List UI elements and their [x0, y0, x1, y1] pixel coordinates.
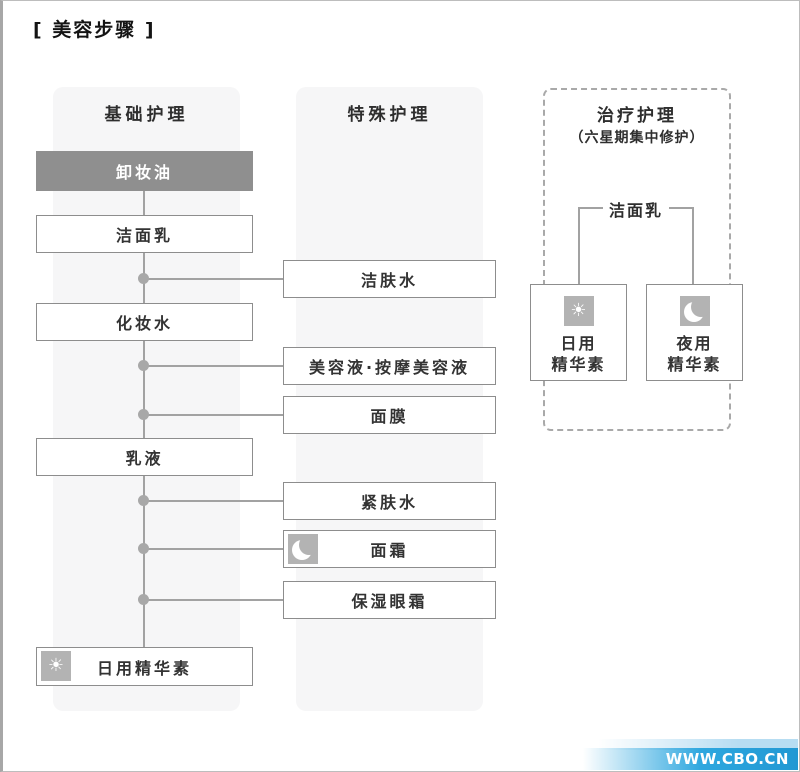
treatment-care-subheader: （六星期集中修护） [569, 130, 705, 146]
step-box-day-essence-treatment: ☀ 日用 精华素 [530, 284, 627, 381]
step-box-face-cream: 面霜 [283, 530, 496, 568]
moon-icon [679, 296, 710, 326]
step-box-lotion: 乳液 [36, 438, 253, 476]
step-box-facial-cleanser: 洁面乳 [36, 215, 253, 253]
sun-icon: ☀ [41, 651, 71, 681]
connector-dot [138, 543, 149, 554]
branch-line [144, 548, 283, 550]
step-label: 化妆水 [115, 314, 173, 333]
sun-icon: ☀ [563, 296, 594, 326]
step-label-line2: 精华素 [667, 355, 722, 374]
connector-dot [138, 273, 149, 284]
step-box-firming-water: 紧肤水 [283, 482, 496, 520]
branch-line [144, 500, 283, 502]
special-care-header: 特殊护理 [347, 105, 432, 125]
branch-line [144, 599, 283, 601]
step-label: 保湿眼霜 [351, 592, 428, 611]
branch-line [144, 414, 283, 416]
step-label-line1: 日用 [560, 334, 597, 353]
step-label-line2: 精华素 [551, 355, 606, 374]
watermark-bar: WWW.CBO.CN [583, 748, 798, 770]
branch-line [144, 365, 283, 367]
step-box-toner: 化妆水 [36, 303, 253, 341]
step-box-day-essence: ☀ 日用精华素 [36, 647, 253, 686]
step-label: 美容液·按摩美容液 [308, 358, 471, 377]
step-box-essence-massage: 美容液·按摩美容液 [283, 347, 496, 385]
step-label: 乳液 [125, 449, 164, 468]
connector-dot [138, 495, 149, 506]
step-box-night-essence-treatment: 夜用 精华素 [646, 284, 743, 381]
step-label: 洁面乳 [602, 201, 669, 220]
step-label: 洁肤水 [360, 271, 418, 290]
connector-dot [138, 360, 149, 371]
step-label: 洁面乳 [115, 226, 173, 245]
step-box-cleansing-water: 洁肤水 [283, 260, 496, 298]
step-label: 紧肤水 [360, 493, 418, 512]
treatment-branch-line [692, 207, 694, 284]
treatment-shared-step: 洁面乳 [569, 197, 703, 221]
step-label: 卸妆油 [115, 163, 173, 182]
branch-line [144, 278, 283, 280]
treatment-branch-line [578, 207, 580, 284]
connector-dot [138, 409, 149, 420]
step-label: 日用精华素 [96, 658, 192, 678]
connector-dot [138, 594, 149, 605]
watermark-accent-strip [598, 739, 798, 750]
step-label-line1: 夜用 [676, 334, 713, 353]
step-label: 面膜 [370, 407, 409, 426]
basic-care-column-bg [53, 87, 240, 711]
treatment-care-header: 治疗护理 [597, 106, 677, 126]
step-box-cleansing-oil: 卸妆油 [36, 151, 253, 191]
moon-icon [288, 534, 318, 564]
step-box-face-mask: 面膜 [283, 396, 496, 434]
step-label: 面霜 [370, 541, 409, 560]
basic-care-header: 基础护理 [104, 105, 189, 125]
watermark-text: WWW.CBO.CN [665, 750, 789, 768]
step-box-eye-cream: 保湿眼霜 [283, 581, 496, 619]
page-title: [ 美容步骤 ] [33, 19, 156, 41]
